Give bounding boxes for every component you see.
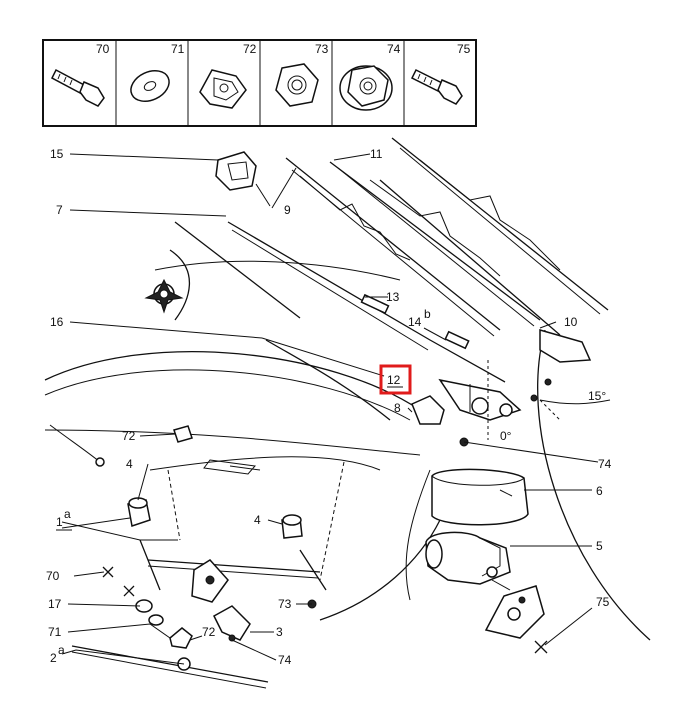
flange-nut-icon — [339, 65, 393, 111]
callout-6: 6 — [596, 484, 603, 498]
hose-end — [95, 457, 105, 467]
callout-7: 7 — [56, 203, 63, 217]
spring-clip-8 — [411, 395, 445, 425]
strip-number-72: 72 — [243, 42, 257, 56]
callout-15: 15 — [50, 147, 64, 161]
strip-number-74: 74 — [387, 42, 401, 56]
washer-hose — [49, 424, 101, 463]
callout-1: 1 — [56, 515, 63, 529]
wiper-linkage — [139, 539, 327, 603]
clip-72-upper — [173, 425, 193, 443]
link-rod-2 — [71, 645, 269, 689]
callout-73: 73 — [278, 597, 292, 611]
callout-3: 3 — [276, 625, 283, 639]
grommet-4-left — [127, 497, 151, 527]
wiper-arm-right — [379, 179, 592, 363]
callout-74-upper: 74 — [598, 457, 612, 471]
seal-strip-16 — [265, 339, 391, 421]
blade-clip-15 — [215, 151, 257, 191]
highlight-box — [379, 364, 412, 395]
mount-point-markers — [102, 566, 548, 654]
strip-number-73: 73 — [315, 42, 329, 56]
callout-17: 17 — [48, 597, 62, 611]
callout-2-sup: a — [58, 643, 65, 657]
callout-5: 5 — [596, 539, 603, 553]
washer-71 — [148, 614, 164, 626]
arm-pivot-housing — [438, 378, 522, 421]
vehicle-body-outline — [44, 249, 651, 641]
washer-icon — [130, 70, 170, 102]
strip-number-75: 75 — [457, 42, 471, 56]
callout-14-sup: b — [424, 307, 431, 321]
body-grommet — [144, 278, 184, 314]
callout-12: 12 — [387, 373, 401, 387]
callout-70: 70 — [46, 569, 60, 583]
callout-4-left: 4 — [126, 457, 133, 471]
hex-nut-icon — [275, 63, 319, 107]
leader-lines — [61, 153, 599, 665]
callout-15-degree: 15° — [588, 389, 606, 403]
bolt-icon — [51, 68, 105, 107]
callout-2: 2 — [50, 651, 57, 665]
callout-72-upper: 72 — [122, 429, 136, 443]
bolt-icon — [410, 68, 463, 105]
insert-14 — [444, 330, 470, 350]
wiper-blade-center — [329, 161, 541, 327]
angle-indicator — [487, 360, 611, 440]
motor-bracket — [484, 585, 545, 639]
strip-number-70: 70 — [96, 42, 110, 56]
callout-1-sup: a — [64, 507, 71, 521]
wiper-motor-5 — [425, 531, 511, 591]
wiper-arm-left — [174, 221, 506, 383]
callout-10: 10 — [564, 315, 578, 329]
grommet-4-right — [281, 514, 303, 539]
bracket-3 — [213, 605, 251, 641]
callout-8: 8 — [394, 401, 401, 415]
callout-11: 11 — [370, 147, 383, 161]
nut-74-lower-dot — [228, 634, 236, 642]
callout-13: 13 — [386, 290, 400, 304]
callout-labels: 15 11 9 7 13 14 b 10 16 12 8 15° 0° 74 6… — [46, 147, 612, 667]
callout-75: 75 — [596, 595, 610, 609]
callout-72-lower: 72 — [202, 625, 216, 639]
callout-0-degree: 0° — [500, 429, 512, 443]
callout-16: 16 — [50, 315, 64, 329]
callout-71: 71 — [48, 625, 62, 639]
callout-74-lower: 74 — [278, 653, 292, 667]
wiper-blade-right — [391, 137, 609, 315]
strip-number-71: 71 — [171, 42, 185, 56]
callout-4-right: 4 — [254, 513, 261, 527]
washer-reservoir-6 — [431, 468, 529, 526]
insert-13 — [360, 293, 390, 315]
wiper-blade-left — [285, 157, 501, 337]
clip-nut-icon — [199, 69, 247, 109]
callout-14: 14 — [408, 315, 422, 329]
clip-72-lower — [169, 627, 193, 649]
parts-strip: 70 71 72 73 74 75 — [42, 39, 477, 127]
callout-9: 9 — [284, 203, 291, 217]
